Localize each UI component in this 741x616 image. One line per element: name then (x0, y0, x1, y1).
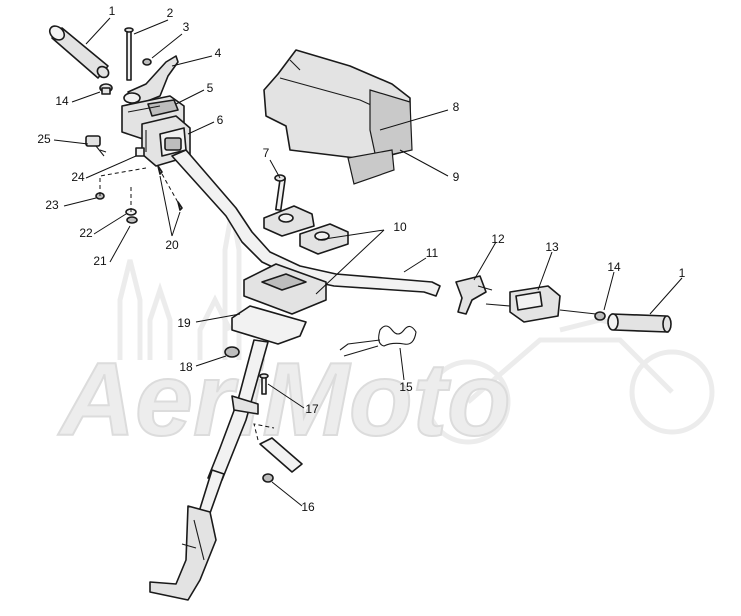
long-bolt (124, 27, 134, 81)
callout-3: 3 (183, 20, 190, 34)
callout-18: 18 (179, 360, 193, 374)
wire-connector (85, 135, 107, 157)
callout-13: 13 (545, 240, 559, 254)
leader-lines (53, 17, 683, 507)
watermark-skyline (117, 209, 242, 360)
column-nut (224, 346, 240, 358)
callout-25: 25 (37, 132, 51, 146)
callout-1-right-grip: 1 (679, 266, 686, 280)
callout-10: 10 (393, 220, 407, 234)
callout-22: 22 (79, 226, 93, 240)
callout-2: 2 (167, 6, 174, 20)
callout-6: 6 (217, 113, 224, 127)
callout-24: 24 (71, 170, 85, 184)
watermark-text: AeriMoto (57, 342, 511, 458)
assembly-dashes (99, 167, 181, 212)
right-end-plug (559, 309, 606, 321)
callout-14-left: 14 (55, 94, 69, 108)
callout-20: 20 (165, 238, 179, 252)
washer-24 (135, 147, 145, 157)
right-switch-housing (485, 285, 561, 323)
callout-11: 11 (426, 246, 439, 260)
upper-clamp (263, 205, 349, 255)
coiled-wire (339, 325, 417, 357)
column-bushing (253, 423, 303, 483)
callout-1-left-grip: 1 (109, 4, 116, 18)
callout-15: 15 (399, 380, 413, 394)
washer-21 (126, 216, 138, 224)
callout-21: 21 (93, 254, 107, 268)
callout-23: 23 (45, 198, 59, 212)
lower-mount-bracket (149, 505, 217, 601)
callout-9: 9 (453, 170, 460, 184)
callout-4: 4 (215, 46, 222, 60)
callout-14-right: 14 (607, 260, 621, 274)
right-grip (607, 313, 672, 333)
callout-7: 7 (263, 146, 270, 160)
callout-19: 19 (177, 316, 191, 330)
callout-labels: 1 2 3 4 5 6 7 8 9 10 11 12 13 14 1 14 25… (37, 4, 685, 514)
lower-clamp (231, 263, 327, 345)
watermark: AeriMoto (56, 209, 715, 459)
left-grip (48, 25, 110, 79)
callout-8: 8 (453, 100, 460, 114)
callout-5: 5 (207, 81, 214, 95)
callout-16: 16 (301, 500, 315, 514)
foam-pad (347, 89, 413, 185)
small-nut (142, 58, 152, 66)
housing-screws (157, 165, 183, 211)
column-bolt (259, 373, 269, 395)
clamp-bolt (274, 174, 286, 212)
brake-lever (455, 275, 493, 315)
handlebar (171, 149, 441, 297)
left-end-plug (99, 83, 113, 95)
callout-12: 12 (491, 232, 505, 246)
callout-17: 17 (305, 402, 319, 416)
